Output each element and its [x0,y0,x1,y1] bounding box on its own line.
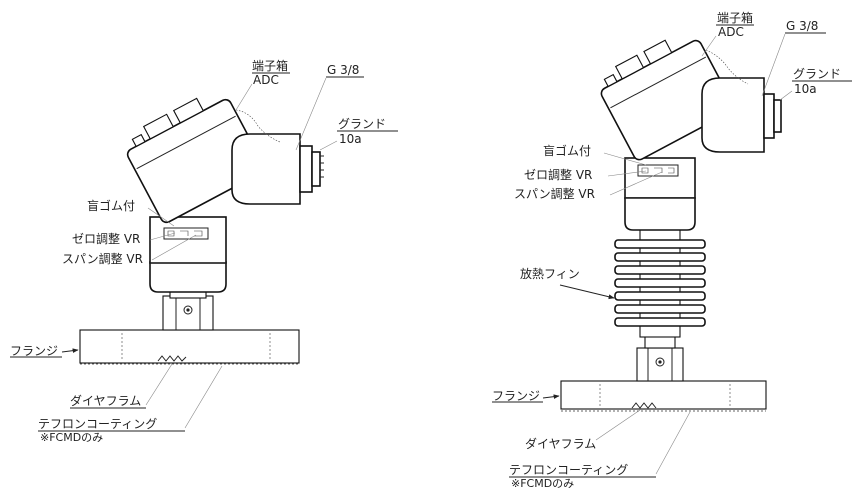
left-vr-window [163,227,209,240]
label-fcmd-left: ※FCMDのみ [40,431,103,444]
label-gland-left: グランド [338,117,386,131]
label-span-vr-left: スパン調整 VR [62,251,143,266]
label-cooling-fin-right: 放熱フィン [520,266,580,281]
right-transmitter [560,39,782,412]
label-zero-vr-right: ゼロ調整 VR [524,167,592,182]
label-fcmd-right: ※FCMDのみ [511,477,574,490]
label-g38-left: G 3/8 [327,63,359,77]
right-terminal-head [600,39,735,161]
label-gland-right: グランド [793,67,841,81]
label-terminal-box-right: 端子箱 [717,10,753,25]
right-labels: 端子箱 ADC G 3/8 グランド 10a 盲ゴム付 ゼロ調整 VR スパン調… [492,10,852,490]
left-labels: 端子箱 ADC G 3/8 グランド 10a 盲ゴム付 ゼロ調整 VR スパン調… [10,58,398,444]
label-g38-right: G 3/8 [786,19,818,33]
label-terminal-box-left: 端子箱 [252,58,288,73]
left-gland [299,145,313,193]
label-teflon-left: テフロンコーティング [38,417,157,431]
label-zero-vr-left: ゼロ調整 VR [72,231,140,246]
label-rubber-blind-right: 盲ゴム付 [543,143,591,158]
label-span-vr-right: スパン調整 VR [514,186,595,201]
label-flange-right: フランジ [492,389,540,403]
right-gland [763,93,775,139]
label-gland-size-left: 10a [339,132,362,146]
label-diaphragm-left: ダイヤフラム [70,393,141,408]
label-adc-right: ADC [718,25,744,39]
left-diaphragm-wave [157,355,187,362]
label-gland-size-right: 10a [794,82,817,96]
right-flange-plate [560,380,767,410]
label-rubber-blind-left: 盲ゴム付 [87,198,135,213]
left-transmitter [79,97,324,365]
label-diaphragm-right: ダイヤフラム [525,436,596,451]
right-vr-window [637,164,679,177]
label-adc-left: ADC [253,73,279,87]
label-teflon-right: テフロンコーティング [509,463,628,477]
right-cooling-fins [614,228,706,338]
right-diaphragm-wave [631,402,657,409]
left-flange-plate [79,329,300,364]
label-flange-left: フランジ [10,344,58,358]
